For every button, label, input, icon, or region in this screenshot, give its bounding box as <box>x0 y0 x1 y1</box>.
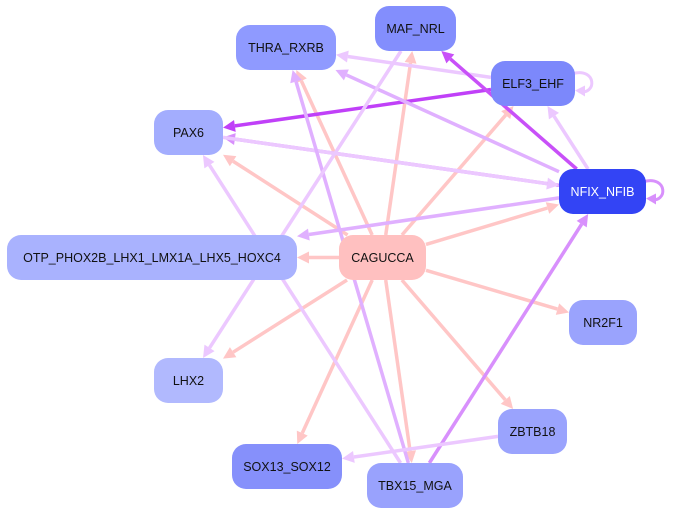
edge-maf_nrl-to-lhx2 <box>203 50 403 358</box>
edge-cagucca-to-nr2f1 <box>425 268 569 315</box>
node-maf-nrl[interactable]: MAF_NRL <box>375 6 456 51</box>
edge-cagucca-to-zbtb18 <box>400 278 514 409</box>
node-pax6[interactable]: PAX6 <box>154 110 223 155</box>
edge-tbx15_mga-to-pax6 <box>202 155 403 464</box>
edge-cagucca-to-pax6 <box>223 154 349 237</box>
edge-pax6-to-nfix_nfib <box>222 135 559 190</box>
edge-cagucca-to-lhx2 <box>223 278 348 359</box>
node-sox13-sox12[interactable]: SOX13_SOX12 <box>232 444 342 489</box>
node-otp[interactable]: OTP_PHOX2B_LHX1_LMX1A_LHX5_HOXC4 <box>7 235 297 280</box>
edge-nfix_nfib-to-maf_nrl <box>441 51 578 171</box>
node-nr2f1[interactable]: NR2F1 <box>569 300 637 345</box>
node-thra-rxrb[interactable]: THRA_RXRB <box>236 25 336 70</box>
node-lhx2[interactable]: LHX2 <box>154 358 223 403</box>
node-cagucca[interactable]: CAGUCCA <box>339 235 426 280</box>
edge-zbtb18-to-sox13_sox12 <box>342 434 499 463</box>
node-elf3-ehf[interactable]: ELF3_EHF <box>491 61 575 106</box>
node-nfix-nfib[interactable]: NFIX_NFIB <box>559 169 646 214</box>
edge-tbx15_mga-to-nfix_nfib <box>427 214 589 464</box>
node-zbtb18[interactable]: ZBTB18 <box>498 409 567 454</box>
edge-elf3_ehf-to-pax6 <box>223 87 492 132</box>
edge-cagucca-to-nfix_nfib <box>425 202 559 247</box>
edge-nfix_nfib-to-thra_rxrb <box>335 69 560 174</box>
edge-nfix_nfib-to-elf3_ehf <box>547 106 590 170</box>
edge-nfix_nfib-to-nfix_nfib <box>643 179 665 205</box>
edge-cagucca-to-otp <box>297 251 339 264</box>
edge-elf3_ehf-to-elf3_ehf <box>572 71 594 97</box>
edge-nfix_nfib-to-otp <box>297 196 560 241</box>
node-tbx15-mga[interactable]: TBX15_MGA <box>367 463 463 508</box>
edge-cagucca-to-maf_nrl <box>384 51 417 236</box>
